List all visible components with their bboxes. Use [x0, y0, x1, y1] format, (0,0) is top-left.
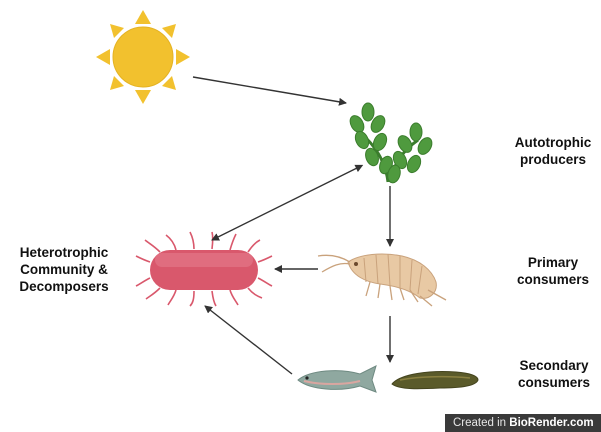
label-line: producers: [508, 151, 598, 168]
arrow-fish-to-bacterium: [205, 306, 292, 374]
label-primary-consumers: Primary consumers: [508, 254, 598, 288]
label-line: Community &: [8, 261, 120, 278]
label-line: consumers: [508, 374, 600, 391]
label-autotrophic-producers: Autotrophic producers: [508, 134, 598, 168]
aquatic-plant-icon: [347, 103, 434, 184]
label-line: Primary: [508, 254, 598, 271]
bacterium-icon: [136, 232, 272, 306]
leech-icon: [392, 372, 478, 389]
arrow-sun-to-plant: [193, 77, 346, 103]
arrow-plant-bacterium: [212, 168, 357, 240]
biorender-watermark[interactable]: Created in BioRender.com: [445, 414, 601, 432]
label-line: Autotrophic: [508, 134, 598, 151]
label-heterotrophic-community: Heterotrophic Community & Decomposers: [8, 244, 120, 295]
label-secondary-consumers: Secondary consumers: [508, 357, 600, 391]
fish-icon: [298, 366, 376, 392]
label-line: consumers: [508, 271, 598, 288]
watermark-prefix: Created in: [453, 417, 509, 429]
watermark-brand: BioRender.com: [509, 417, 593, 429]
label-line: Heterotrophic: [8, 244, 120, 261]
amphipod-icon: [318, 254, 446, 306]
label-line: Decomposers: [8, 278, 120, 295]
sun-icon: [96, 10, 190, 104]
label-line: Secondary: [508, 357, 600, 374]
